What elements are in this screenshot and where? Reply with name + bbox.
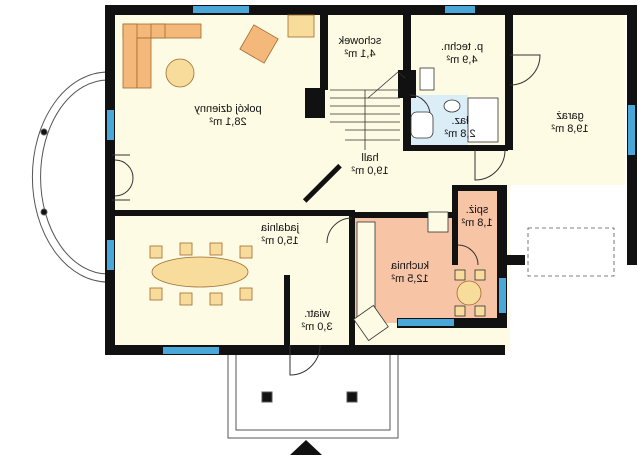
room-area: 3,0 m² [301,321,333,333]
room-label-hall: hall 19,0 m² [340,152,400,178]
room-area: 28,1 m² [209,116,247,128]
room-label-tech: p. techn. 4,9 m² [432,41,492,67]
armchair [239,24,279,64]
room-area: 2,8 m² [444,128,476,140]
bathroom-fixtures [410,97,499,143]
room-label-garage: garaż 19,8 m² [540,110,600,136]
car-outline [527,227,615,277]
room-label-pantry: spiż. 1,8 m² [457,204,497,230]
room-area: 19,0 m² [351,165,389,177]
room-name: wiatr. [304,308,330,320]
dining-set [149,242,253,306]
room-name: spiż. [465,204,489,216]
room-name: pokój dzienny [194,103,262,115]
room-area: 19,8 m² [551,123,589,135]
boiler [419,67,435,91]
entrance-porch [227,355,399,439]
sofa [122,23,202,89]
room-area: 12,5 m² [391,273,429,285]
terrace [31,71,109,283]
room-label-dining: jadalnia 15,0 m² [250,222,310,248]
room-name: garaż [556,110,584,122]
room-label-kitchen: kuchnia 12,5 m² [380,260,440,286]
room-name: kuchnia [391,260,429,272]
room-name: łaz. [451,115,469,127]
room-label-bath: łaz. 2,8 m² [440,115,480,141]
kitchen-fittings [353,211,486,342]
stairs [330,71,406,150]
room-label-vestibule: wiatr. 3,0 m² [292,308,342,334]
room-area: 15,0 m² [261,235,299,247]
fireplace [287,14,315,38]
room-name: schowek [338,35,382,47]
doors [112,54,541,376]
room-area: 4,9 m² [446,54,478,66]
room-name: hall [361,152,379,164]
room-label-storage: schowek 4,1 m² [330,35,390,61]
room-name: jadalnia [261,222,299,234]
room-area: 4,1 m² [344,48,376,60]
coffee-table [165,58,195,88]
entrance-arrow-icon [290,440,322,455]
room-name: p. techn. [440,41,484,53]
interior-walls [110,10,513,347]
room-area: 1,8 m² [461,217,493,229]
room-label-living: pokój dzienny 28,1 m² [183,103,273,129]
windows [107,6,635,354]
